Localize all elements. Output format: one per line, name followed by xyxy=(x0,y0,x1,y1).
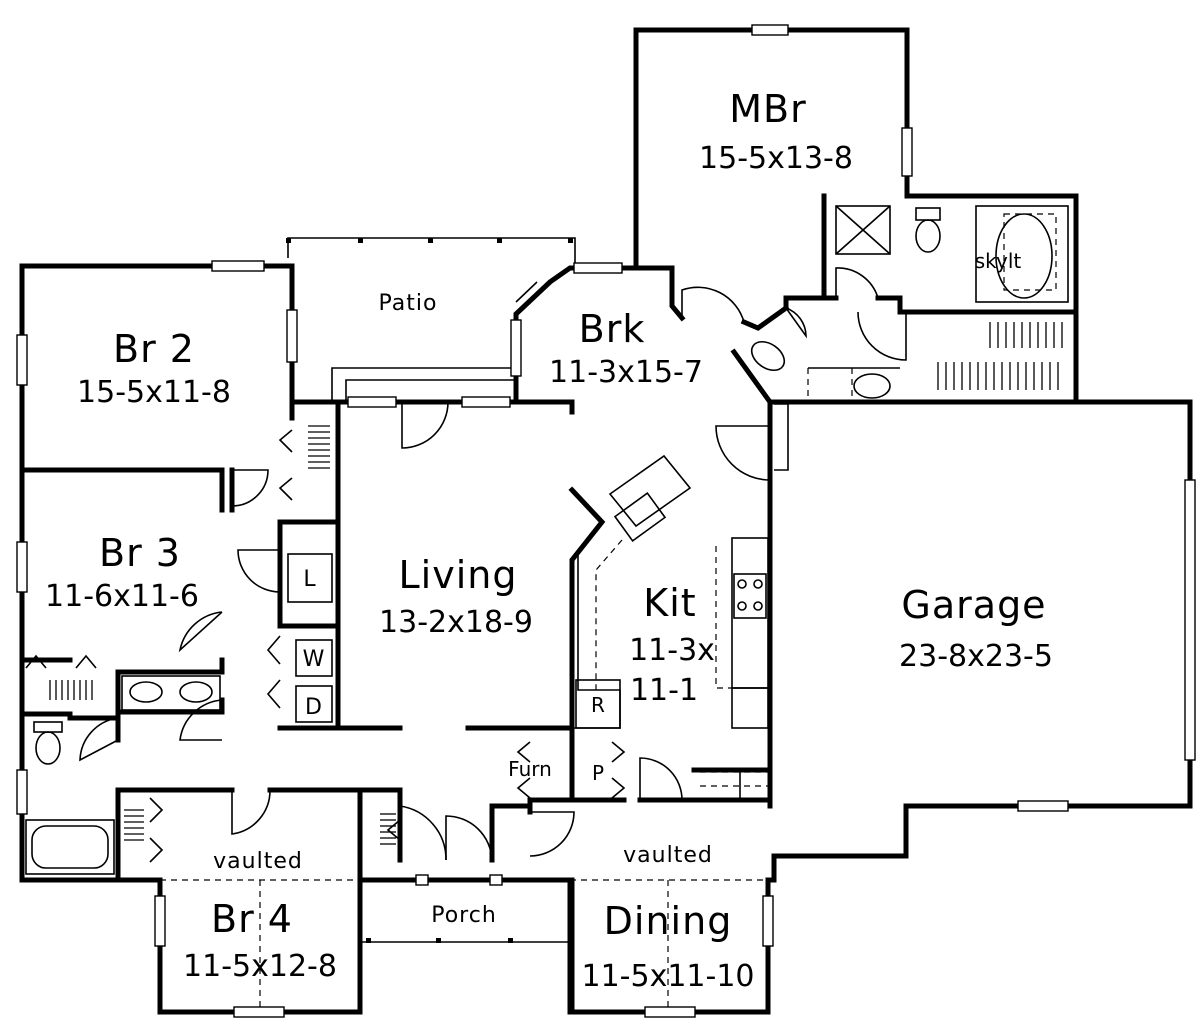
garage-name: Garage xyxy=(901,583,1046,627)
room-labels: MBr 15-5x13-8 Br 2 15-5x11-8 Br 3 11-6x1… xyxy=(45,87,1053,994)
kit-size-line2: 11-1 xyxy=(630,673,698,708)
windows xyxy=(16,24,1196,1018)
br4-name: Br 4 xyxy=(211,897,293,941)
brk-size: 11-3x15-7 xyxy=(549,355,703,390)
washer-label: W xyxy=(303,647,326,672)
br2-size: 15-5x11-8 xyxy=(77,375,231,410)
patio xyxy=(286,237,576,400)
linen-label: L xyxy=(303,567,316,592)
patio-name: Patio xyxy=(379,291,438,316)
bath-fixtures xyxy=(25,205,1069,875)
living-name: Living xyxy=(399,553,518,597)
double-vanity-icon xyxy=(121,675,221,711)
refrigerator-icon xyxy=(575,679,621,729)
fixture-labels: skylt L W D Furn P R xyxy=(303,249,1022,785)
toilet-icon xyxy=(915,207,941,253)
br3-name: Br 3 xyxy=(99,531,181,575)
sink-icon xyxy=(750,340,900,399)
living-size: 13-2x18-9 xyxy=(379,605,533,640)
cooktop-icon xyxy=(733,573,767,619)
garage-size: 23-8x23-5 xyxy=(899,639,1053,674)
skylight-label: skylt xyxy=(975,249,1022,273)
closet-shelving xyxy=(49,322,1063,845)
furnace-label: Furn xyxy=(508,757,552,781)
bathtub-icon xyxy=(25,819,115,875)
kitchen-sink-icon xyxy=(613,491,667,543)
shower-icon xyxy=(835,205,891,255)
laundry xyxy=(287,553,333,723)
br4-size: 11-5x12-8 xyxy=(183,949,337,984)
dryer-icon xyxy=(295,685,333,723)
porch-name: Porch xyxy=(431,903,497,928)
mbr-size: 15-5x13-8 xyxy=(699,141,853,176)
doors xyxy=(25,267,907,863)
bathtub-icon xyxy=(975,205,1069,303)
brk-name: Brk xyxy=(579,307,646,351)
dining-size: 11-5x11-10 xyxy=(581,959,754,994)
washer-icon xyxy=(295,639,333,677)
dining-name: Dining xyxy=(604,899,733,943)
vaulted-lines xyxy=(160,403,906,1012)
dryer-label: D xyxy=(305,695,323,720)
br2-name: Br 2 xyxy=(113,327,195,371)
br3-size: 11-6x11-6 xyxy=(45,579,199,614)
refrigerator-label: R xyxy=(591,693,605,717)
walls xyxy=(19,27,1193,1015)
pantry-label: P xyxy=(592,761,604,785)
toilet-icon xyxy=(33,721,63,765)
br4-note: vaulted xyxy=(213,849,303,874)
mbr-name: MBr xyxy=(729,87,806,131)
kit-size-line1: 11-3x xyxy=(629,633,715,668)
kit-name: Kit xyxy=(643,581,696,625)
kitchen-counters xyxy=(572,454,769,800)
dining-note: vaulted xyxy=(623,843,713,868)
